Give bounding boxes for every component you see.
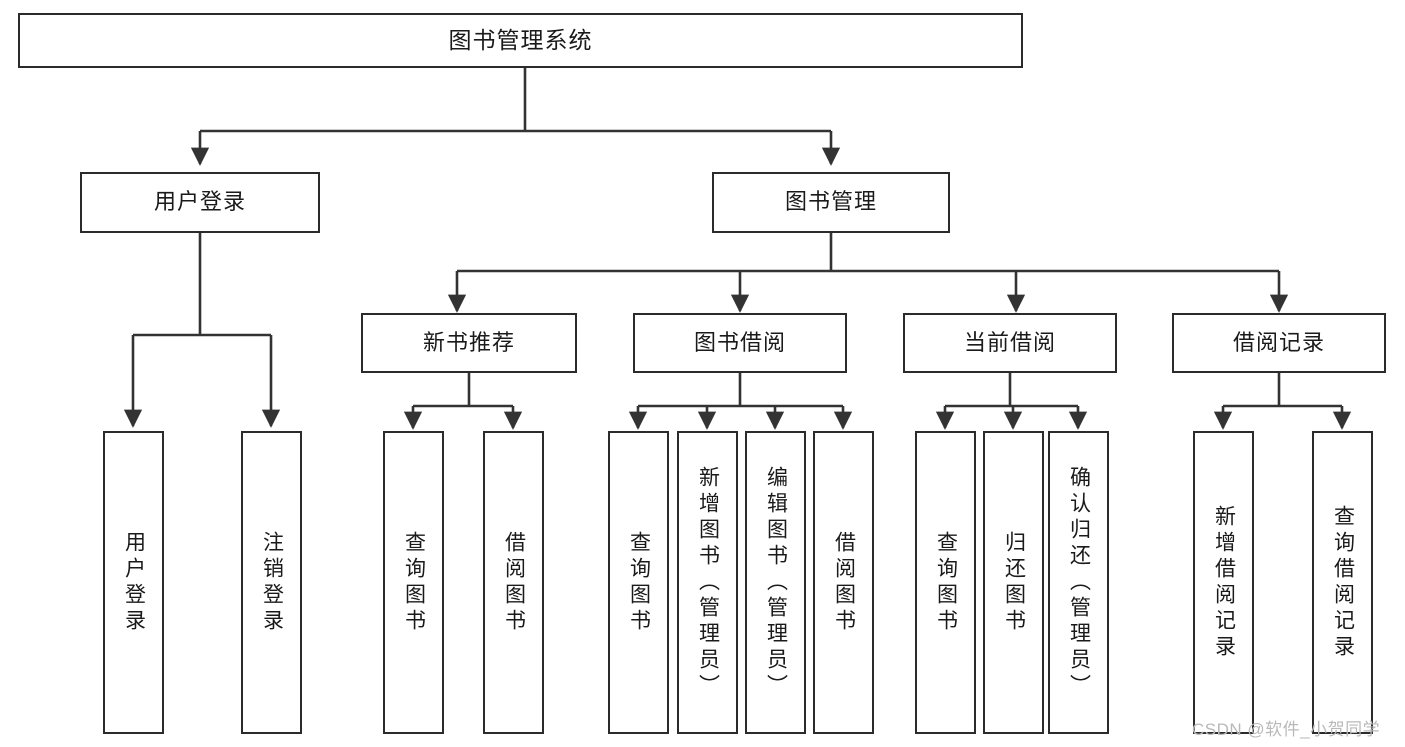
node-user-login[interactable]: 用户登录 (80, 172, 320, 233)
node-leaf-label: 归还图书 (1002, 530, 1026, 635)
node-new-book-recommend[interactable]: 新书推荐 (361, 313, 577, 373)
node-leaf-user-login[interactable]: 用户登录 (103, 431, 164, 734)
node-leaf-logout[interactable]: 注销登录 (241, 431, 302, 734)
node-leaf-label: 确认归还（管理员） (1067, 465, 1091, 700)
node-leaf-query-book-recommend[interactable]: 查询图书 (383, 431, 444, 734)
node-leaf-query-borrow-record[interactable]: 查询借阅记录 (1312, 431, 1373, 734)
node-leaf-edit-book-admin[interactable]: 编辑图书（管理员） (745, 431, 806, 734)
node-leaf-label: 查询图书 (627, 530, 651, 635)
node-leaf-label: 查询借阅记录 (1331, 504, 1355, 661)
node-leaf-label: 借阅图书 (832, 530, 856, 635)
node-book-borrow[interactable]: 图书借阅 (633, 313, 847, 373)
node-leaf-label: 借阅图书 (502, 530, 526, 635)
node-leaf-borrow-book[interactable]: 借阅图书 (813, 431, 874, 734)
node-leaf-label: 查询图书 (402, 530, 426, 635)
node-leaf-label: 新增图书（管理员） (696, 465, 720, 700)
node-borrow-record[interactable]: 借阅记录 (1172, 313, 1386, 373)
node-leaf-confirm-return-admin[interactable]: 确认归还（管理员） (1048, 431, 1109, 734)
node-leaf-query-book-current[interactable]: 查询图书 (915, 431, 976, 734)
node-leaf-return-book[interactable]: 归还图书 (983, 431, 1044, 734)
node-leaf-borrow-book-recommend[interactable]: 借阅图书 (483, 431, 544, 734)
node-leaf-query-book[interactable]: 查询图书 (608, 431, 669, 734)
node-leaf-label: 新增借阅记录 (1212, 504, 1236, 661)
node-leaf-add-book-admin[interactable]: 新增图书（管理员） (677, 431, 738, 734)
node-leaf-label: 注销登录 (260, 530, 284, 635)
node-root-system[interactable]: 图书管理系统 (18, 13, 1023, 68)
node-leaf-label: 用户登录 (122, 530, 146, 635)
node-leaf-label: 查询图书 (934, 530, 958, 635)
csdn-watermark: CSDN @软件_小贺同学 (1192, 720, 1381, 739)
node-current-borrow[interactable]: 当前借阅 (903, 313, 1117, 373)
node-book-manage[interactable]: 图书管理 (712, 172, 950, 233)
node-leaf-label: 编辑图书（管理员） (764, 465, 788, 700)
node-leaf-add-borrow-record[interactable]: 新增借阅记录 (1193, 431, 1254, 734)
